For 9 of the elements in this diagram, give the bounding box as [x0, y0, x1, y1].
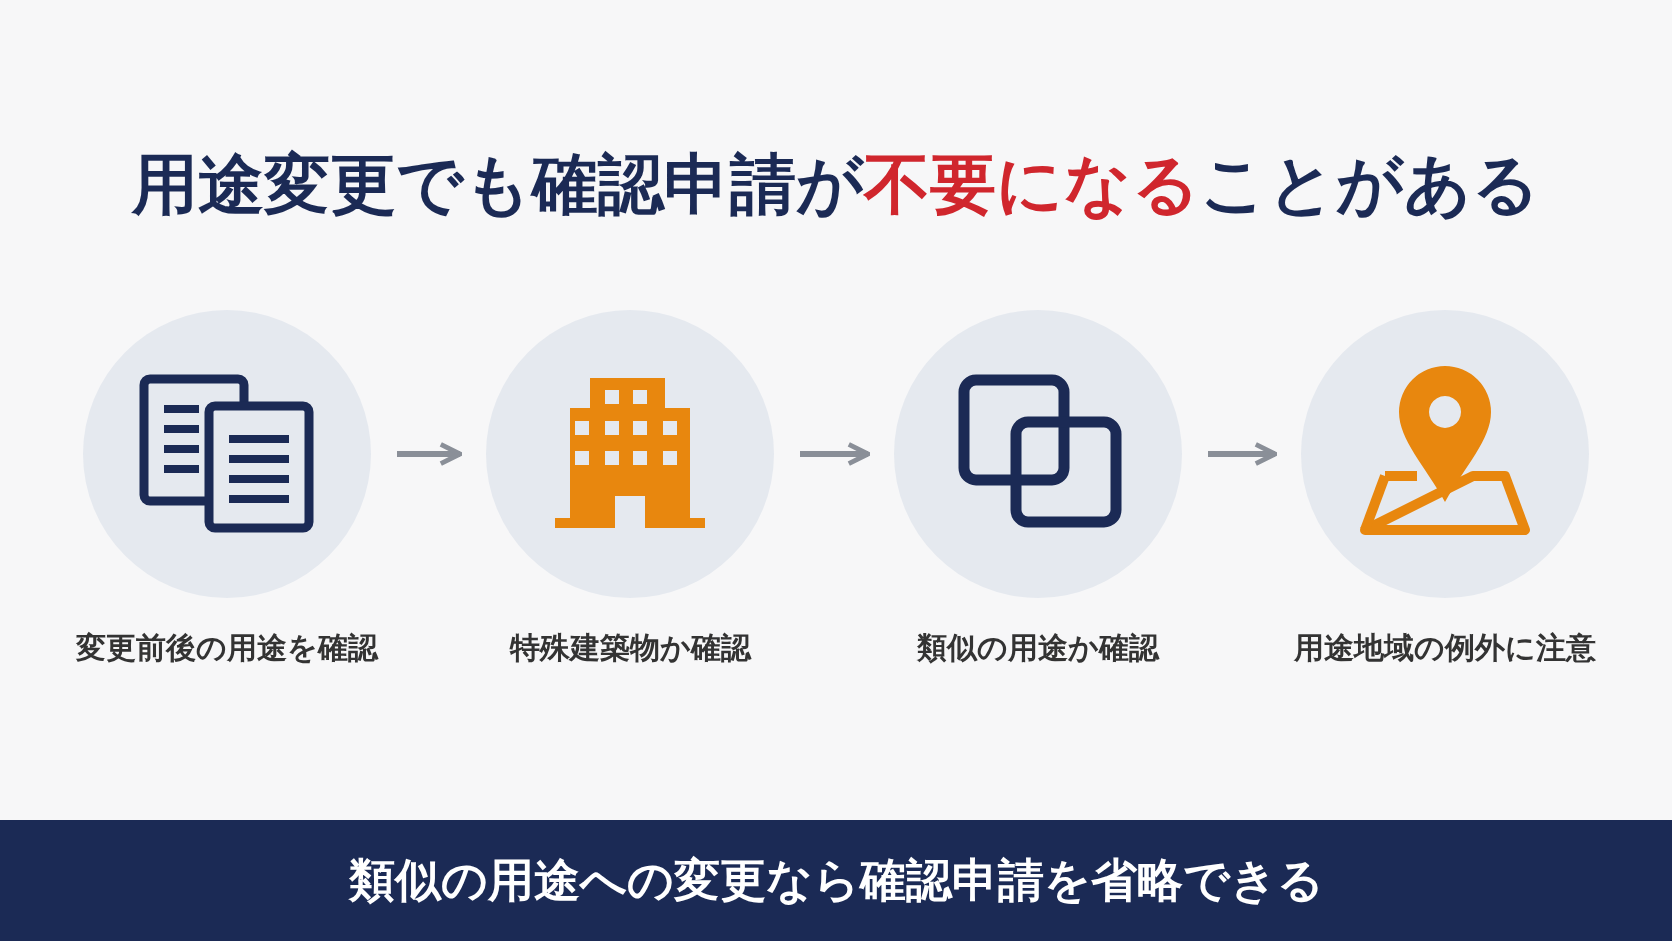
- arrow: [397, 442, 463, 466]
- step-label: 用途地域の例外に注意: [1294, 629, 1596, 667]
- caption: 類似の用途への変更なら確認申請を省略できる: [348, 852, 1324, 909]
- arrow: [1208, 442, 1278, 466]
- title: 用途変更でも確認申請が不要になることがある: [132, 145, 1540, 225]
- step-label: 変更前後の用途を確認: [76, 629, 378, 667]
- step-label: 類似の用途か確認: [917, 629, 1159, 667]
- arrow: [800, 442, 871, 466]
- step-label: 特殊建築物か確認: [509, 629, 751, 667]
